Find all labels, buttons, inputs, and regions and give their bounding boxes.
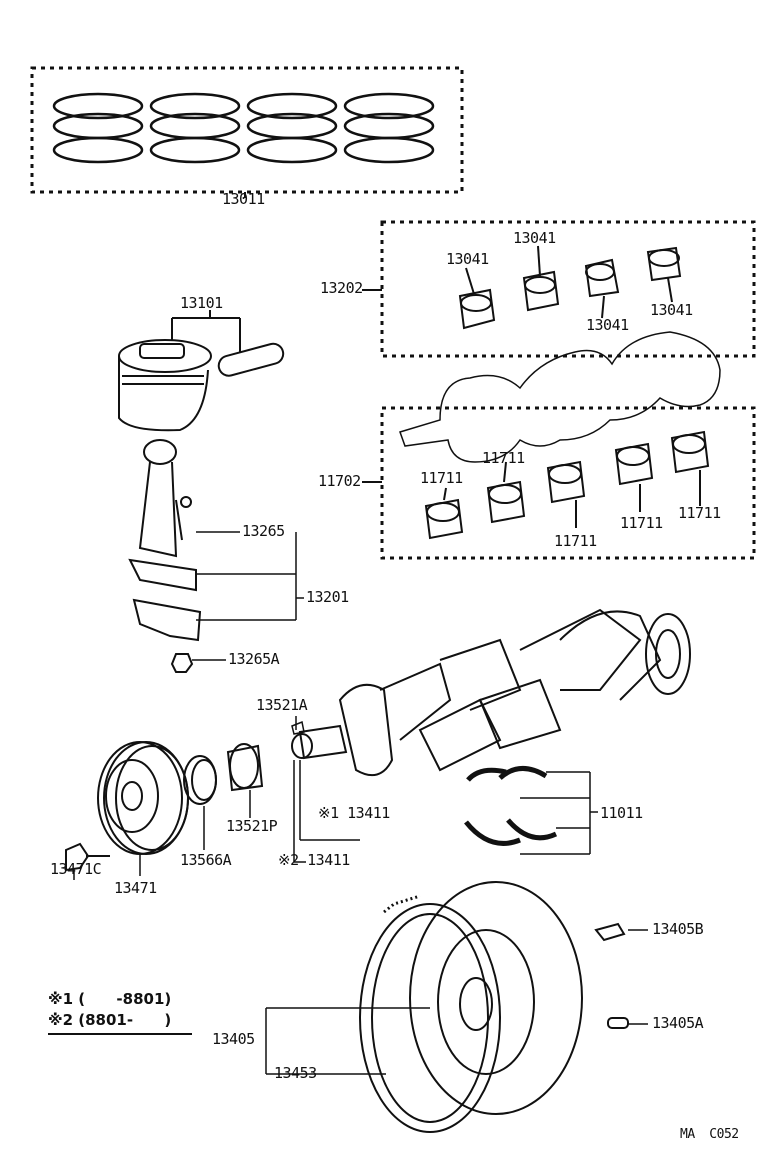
label-conrod-bearing-1: 13041 [446,250,489,268]
label-main-bearing-3: 11711 [554,532,597,550]
connecting-rod [128,439,304,673]
flywheel [265,881,648,1133]
label-conrod-bearing-3: 13041 [586,316,629,334]
crankshaft-silhouette [399,331,721,463]
timing-gear [226,743,264,818]
label-main-bearing-set: 11702 [318,472,361,490]
label-main-bearing-4: 11711 [620,514,663,532]
main-bearing-set [362,406,756,560]
label-piston-pin-assy: 13101 [180,294,223,312]
label-conrod-bearing-2: 13041 [513,229,556,247]
label-flywheel: 13405 [212,1030,255,1048]
label-flywheel-bolt: 13405B [652,920,704,938]
label-flywheel-pin: 13405A [652,1014,704,1032]
label-pulley: 13471 [114,879,157,897]
piston-ring-set [30,66,464,198]
label-oil-seal-plate: 13566A [180,851,232,869]
crankshaft [291,608,691,777]
label-pulley-bolt: 13471C [50,860,102,878]
legend-line-1: ※1 ( -8801) [48,990,172,1008]
label-timing-gear: 13521P [226,817,278,835]
key-and-crank-leaders [291,716,360,863]
label-piston-ring-set: 13011 [222,190,265,208]
label-crank-2: ※2 13411 [278,851,350,869]
label-thrust-washer: 11011 [600,804,643,822]
label-conrod-nut: 13265A [228,650,280,668]
footer-code: MA C052 [680,1127,739,1142]
label-conrod-bolt: 13265 [242,522,285,540]
label-main-bearing-5: 11711 [678,504,721,522]
label-woodruff-key: 13521A [256,696,308,714]
label-conrod-assy: 13201 [306,588,349,606]
piston [118,310,285,432]
label-crank-1: ※1 13411 [318,804,390,822]
label-main-bearing-2: 11711 [482,449,525,467]
oil-seal-plate [183,755,217,850]
conrod-bearing-set [362,220,756,358]
label-main-bearing-1: 11711 [420,469,463,487]
legend-line-2: ※2 (8801- ) [48,1011,172,1029]
label-conrod-bearing-4: 13041 [650,301,693,319]
label-conrod-bearing-set: 13202 [320,279,363,297]
thrust-washers [464,766,598,855]
crank-pulley [65,741,189,880]
label-ring-gear: 13453 [274,1064,317,1082]
